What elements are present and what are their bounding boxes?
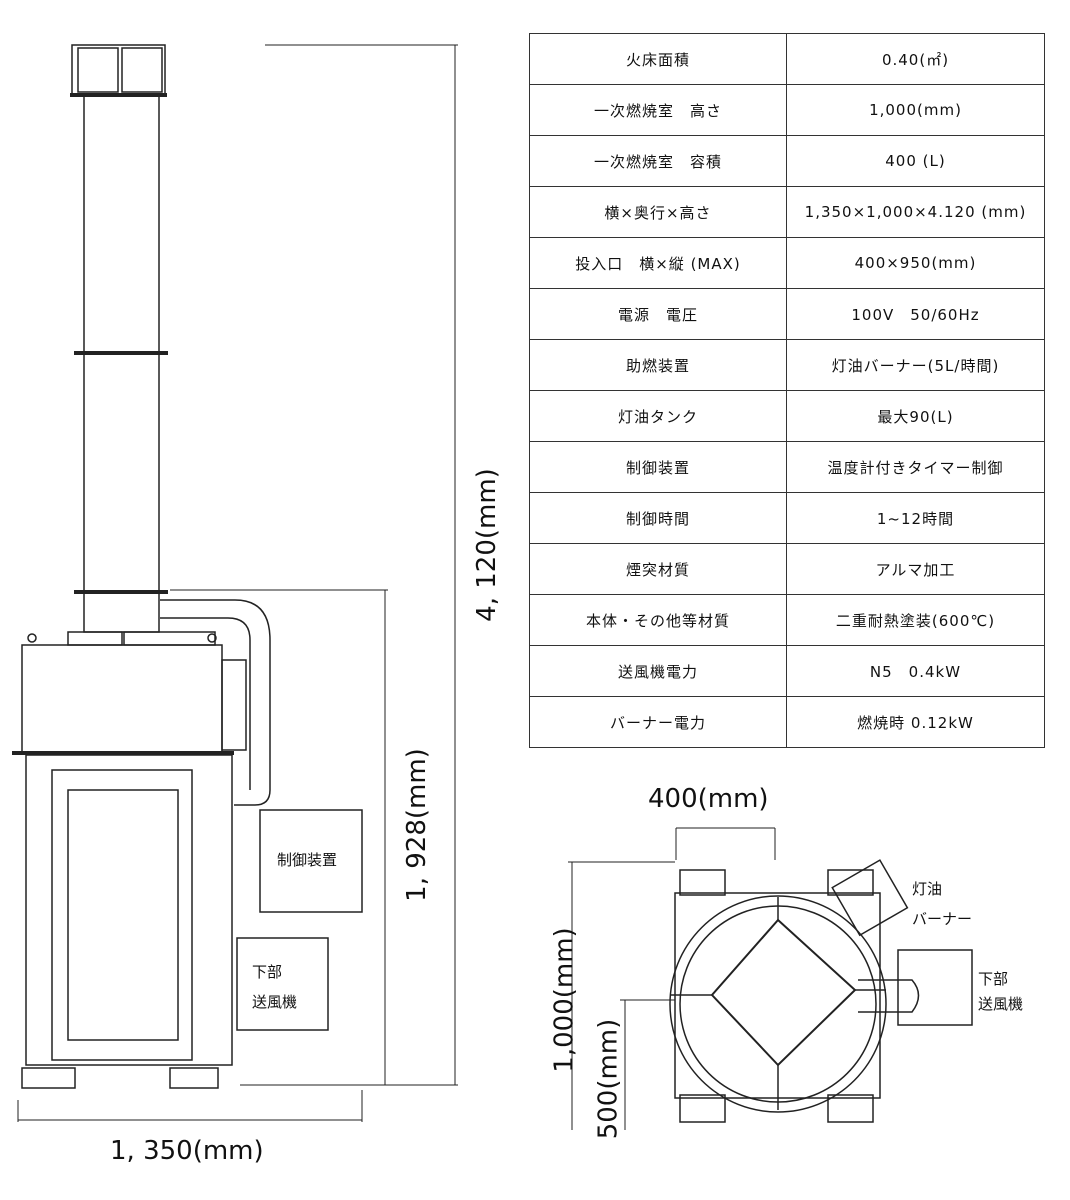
spec-value: 400×950(mm) — [786, 237, 1045, 289]
total-height-label: 4, 120(mm) — [471, 468, 502, 622]
spec-row: 灯油タンク最大90(L) — [529, 390, 1045, 442]
spec-row: バーナー電力燃焼時 0.12kW — [529, 696, 1045, 748]
side-blower-label-1: 下部 — [252, 963, 283, 981]
spec-value: 1,350×1,000×4.120 (mm) — [786, 186, 1045, 238]
spec-value: 400 (L) — [786, 135, 1045, 187]
spec-value: 100V 50/60Hz — [786, 288, 1045, 340]
spec-label: 一次燃焼室 容積 — [529, 135, 787, 187]
spec-label: 助燃装置 — [529, 339, 787, 391]
spec-label: 投入口 横×縦 (MAX) — [529, 237, 787, 289]
spec-value: 0.40(㎡) — [786, 33, 1045, 85]
spec-value: 温度計付きタイマー制御 — [786, 441, 1045, 493]
side-view-drawing — [12, 44, 458, 1122]
spec-row: 投入口 横×縦 (MAX)400×950(mm) — [529, 237, 1045, 289]
spec-value: 燃焼時 0.12kW — [786, 696, 1045, 748]
spec-label: 火床面積 — [529, 33, 787, 85]
spec-row: 煙突材質アルマ加工 — [529, 543, 1045, 595]
body-height-label: 1, 928(mm) — [401, 748, 432, 902]
spec-label: 制御時間 — [529, 492, 787, 544]
half-depth-label: 500(mm) — [593, 1018, 624, 1140]
opening-width-label: 400(mm) — [648, 784, 769, 814]
top-blower-label-1: 下部 — [978, 970, 1009, 988]
side-blower-label-2: 送風機 — [252, 993, 298, 1011]
spec-label: 電源 電圧 — [529, 288, 787, 340]
spec-value: 灯油バーナー(5L/時間) — [786, 339, 1045, 391]
top-blower-label-2: 送風機 — [978, 995, 1024, 1013]
spec-label: 横×奥行×高さ — [529, 186, 787, 238]
control-unit-label: 制御装置 — [277, 851, 338, 869]
spec-value: 1,000(mm) — [786, 84, 1045, 136]
spec-value: アルマ加工 — [786, 543, 1045, 595]
spec-value: 最大90(L) — [786, 390, 1045, 442]
depth-label: 1,000(mm) — [549, 927, 580, 1073]
spec-value: 1~12時間 — [786, 492, 1045, 544]
spec-row: 本体・その他等材質二重耐熱塗装(600℃) — [529, 594, 1045, 646]
width-label: 1, 350(mm) — [110, 1136, 264, 1166]
spec-row: 助燃装置灯油バーナー(5L/時間) — [529, 339, 1045, 391]
spec-label: 灯油タンク — [529, 390, 787, 442]
spec-label: バーナー電力 — [529, 696, 787, 748]
spec-label: 煙突材質 — [529, 543, 787, 595]
burner-label-2: バーナー — [912, 910, 973, 928]
burner-label-1: 灯油 — [912, 880, 943, 898]
top-view-drawing — [568, 827, 973, 1130]
spec-value: N5 0.4kW — [786, 645, 1045, 697]
spec-value: 二重耐熱塗装(600℃) — [786, 594, 1045, 646]
spec-label: 一次燃焼室 高さ — [529, 84, 787, 136]
spec-label: 送風機電力 — [529, 645, 787, 697]
spec-row: 制御装置温度計付きタイマー制御 — [529, 441, 1045, 493]
spec-label: 制御装置 — [529, 441, 787, 493]
spec-label: 本体・その他等材質 — [529, 594, 787, 646]
